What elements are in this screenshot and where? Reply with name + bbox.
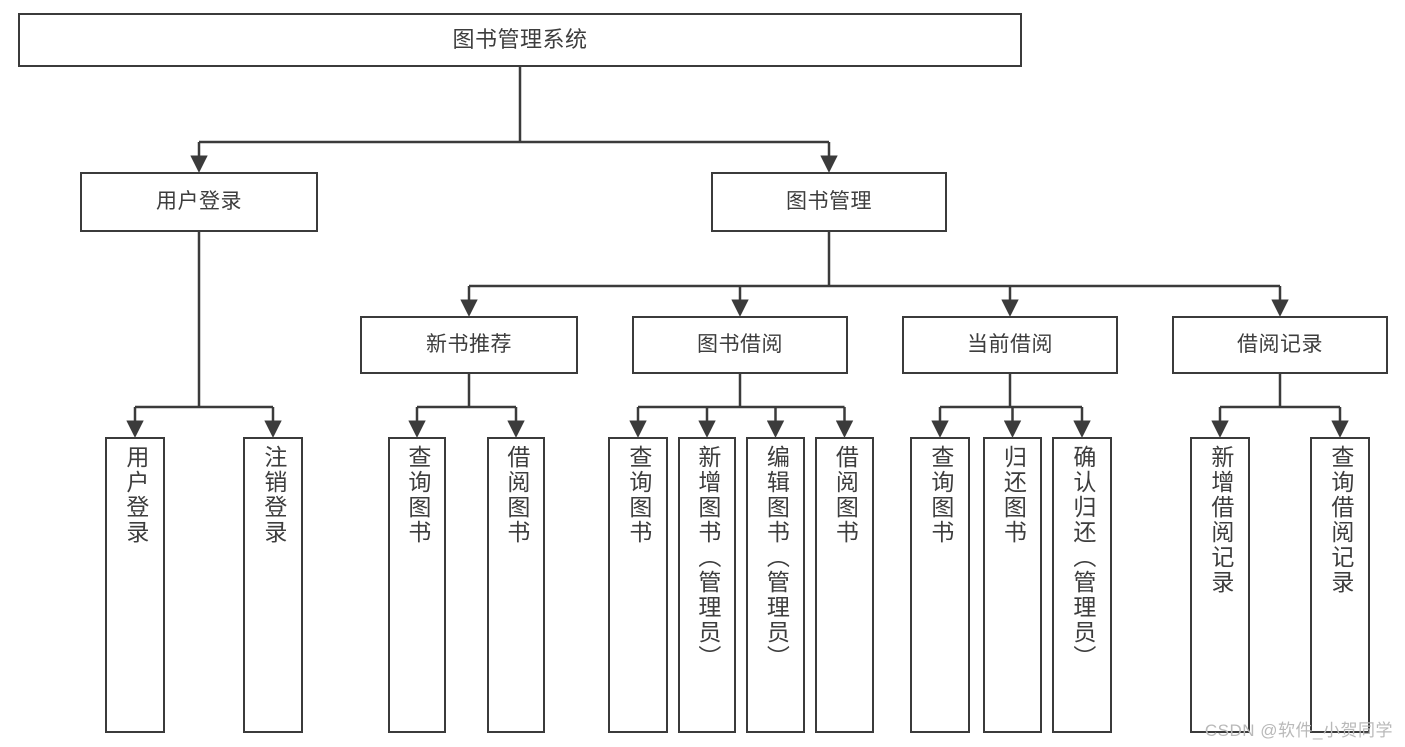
node-borrow[interactable]: 图书借阅 xyxy=(632,316,848,374)
node-label: 借阅记录 xyxy=(1237,333,1323,357)
node-label: 查询借阅记录 xyxy=(1327,445,1354,595)
node-l-b1[interactable]: 借阅图书 xyxy=(487,437,545,733)
node-newbook[interactable]: 新书推荐 xyxy=(360,316,578,374)
node-current[interactable]: 当前借阅 xyxy=(902,316,1118,374)
node-l-qrec[interactable]: 查询借阅记录 xyxy=(1310,437,1370,733)
node-label: 当前借阅 xyxy=(967,333,1053,357)
node-l-edit[interactable]: 编辑图书（管理员） xyxy=(746,437,805,733)
node-l-logout[interactable]: 注销登录 xyxy=(243,437,303,733)
node-l-q2[interactable]: 查询图书 xyxy=(608,437,668,733)
node-label: 图书管理系统 xyxy=(452,26,588,52)
node-records[interactable]: 借阅记录 xyxy=(1172,316,1388,374)
node-l-login[interactable]: 用户登录 xyxy=(105,437,165,733)
node-l-q1[interactable]: 查询图书 xyxy=(388,437,446,733)
node-l-add[interactable]: 新增图书（管理员） xyxy=(678,437,736,733)
node-label: 注销登录 xyxy=(260,445,287,545)
node-label: 图书管理 xyxy=(786,190,872,214)
node-label: 确认归还（管理员） xyxy=(1069,445,1096,670)
node-l-return[interactable]: 归还图书 xyxy=(983,437,1042,733)
node-label: 编辑图书（管理员） xyxy=(763,445,790,670)
node-label: 归还图书 xyxy=(1000,445,1027,545)
node-label: 用户登录 xyxy=(156,190,242,214)
node-root[interactable]: 图书管理系统 xyxy=(18,13,1022,67)
node-l-q3[interactable]: 查询图书 xyxy=(910,437,970,733)
node-label: 用户登录 xyxy=(122,445,149,545)
node-l-b2[interactable]: 借阅图书 xyxy=(815,437,874,733)
node-label: 查询图书 xyxy=(404,445,431,545)
node-label: 借阅图书 xyxy=(832,445,859,545)
node-label: 新增图书（管理员） xyxy=(694,445,721,670)
node-login[interactable]: 用户登录 xyxy=(80,172,318,232)
node-bookmgmt[interactable]: 图书管理 xyxy=(711,172,947,232)
node-label: 查询图书 xyxy=(927,445,954,545)
node-l-addrec[interactable]: 新增借阅记录 xyxy=(1190,437,1250,733)
node-label: 查询图书 xyxy=(625,445,652,545)
node-label: 借阅图书 xyxy=(503,445,530,545)
node-l-confirm[interactable]: 确认归还（管理员） xyxy=(1052,437,1112,733)
node-label: 图书借阅 xyxy=(697,333,783,357)
node-label: 新书推荐 xyxy=(426,333,512,357)
node-label: 新增借阅记录 xyxy=(1207,445,1234,595)
watermark-text: CSDN @软件_小贺同学 xyxy=(1204,721,1393,740)
